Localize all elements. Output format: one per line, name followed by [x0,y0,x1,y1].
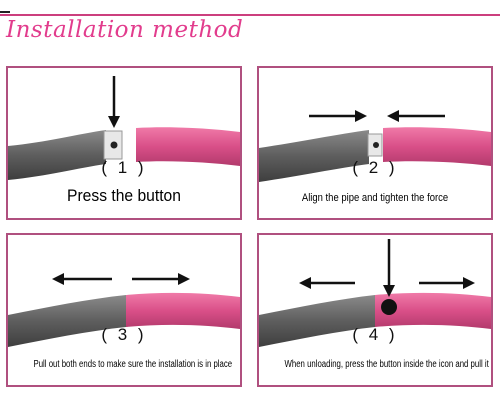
step-panel-1: ( 1 ) Press the button [6,66,242,220]
step-1-illustration [8,76,240,180]
page-title: Installation method [6,17,244,43]
step-caption: Pull out both ends to make sure the inst… [33,359,233,370]
step-4-illustration [259,239,491,347]
step-panel-3: ( 3 ) Pull out both ends to make sure th… [6,233,242,387]
pink-foam-tube [136,127,240,166]
button-dot-icon [381,299,397,315]
gray-foam-tube [259,295,375,347]
step-2-illustration [259,110,491,182]
button-dot-icon [373,142,379,148]
step-number: ( 3 ) [101,325,147,344]
button-dot-icon [110,141,118,149]
step-number: ( 2 ) [352,158,398,177]
pink-foam-tube [383,127,491,166]
pink-foam-tube [375,292,491,329]
gray-foam-tube [8,295,126,347]
step-3-illustration [8,273,240,347]
step-number: ( 4 ) [352,325,398,344]
step-number: ( 1 ) [101,158,147,177]
step-caption: Align the pipe and tighten the force [301,192,449,204]
step-caption: When unloading, press the button inside … [284,359,493,370]
corner-tick [0,11,10,13]
step-panel-2: ( 2 ) Align the pipe and tighten the for… [257,66,493,220]
gray-foam-tube [259,130,369,182]
step-panel-4: ( 4 ) When unloading, press the button i… [257,233,493,387]
pink-foam-tube [126,292,240,329]
gray-foam-tube [8,130,106,180]
header-rule [0,14,500,16]
step-caption: Press the button [67,186,181,205]
